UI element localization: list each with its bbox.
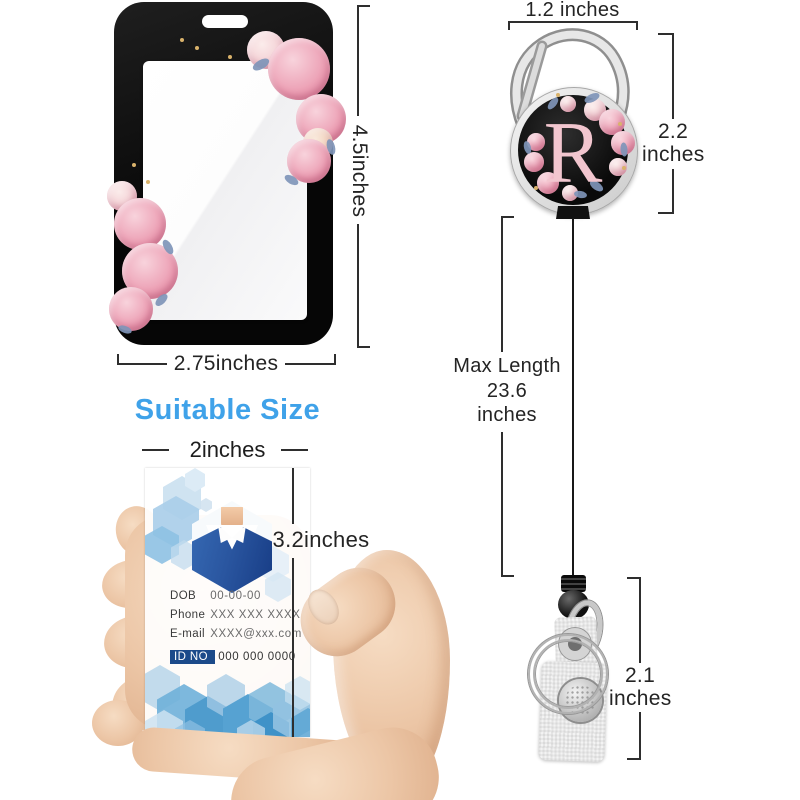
card-height-label: 3.2inches <box>272 527 370 552</box>
field-label: E-mail <box>170 628 205 640</box>
field-value: XXX XXX XXXX <box>210 609 301 621</box>
height-dimension-line <box>357 224 359 348</box>
id-card-row: DOB 00-00-00 <box>170 590 305 606</box>
retractable-cord <box>572 218 574 577</box>
rose-decoration <box>109 287 153 331</box>
hexagon-decoration <box>185 468 205 492</box>
height-dimension-line <box>357 5 359 116</box>
rose-decoration <box>524 152 544 172</box>
reel-cord-clip <box>556 206 590 219</box>
hexagon-decoration <box>200 498 212 512</box>
card-width-dash <box>142 449 169 451</box>
monogram-letter: R <box>543 105 603 202</box>
clip-width-label: 1.2 inches <box>525 0 620 21</box>
field-value: 000 000 0000 <box>218 651 296 663</box>
field-label-badge: ID NO <box>170 650 215 664</box>
rose-decoration <box>560 96 576 112</box>
gold-sprig <box>618 122 622 126</box>
avatar-neck <box>221 507 243 529</box>
width-dimension-tick <box>117 354 119 365</box>
cord-length-unit: inches <box>477 404 537 426</box>
strap-height-value: 2.1 <box>624 664 656 687</box>
cord-length-tick <box>501 216 514 218</box>
gold-sprig <box>195 46 199 50</box>
reel-height-tick <box>658 212 674 214</box>
holder-width-label: 2.75inches <box>173 352 279 375</box>
strap-height-line <box>639 577 641 663</box>
rose-decoration <box>114 198 166 250</box>
strap-height-line <box>639 712 641 760</box>
rose-decoration <box>537 172 559 194</box>
gold-sprig <box>146 180 150 184</box>
width-dimension-line <box>117 363 167 365</box>
cord-stopper <box>561 575 586 592</box>
card-width-label: 2inches <box>189 437 266 462</box>
strap-height-tick <box>627 758 641 760</box>
cord-bead <box>558 590 589 619</box>
clip-width-tick <box>508 21 510 30</box>
gold-sprig <box>180 38 184 42</box>
id-card-row: ID NO 000 000 0000 <box>170 650 305 666</box>
hexagon-decoration <box>265 572 291 602</box>
card-height-dimension-line <box>292 558 294 737</box>
carabiner-clip <box>510 28 630 143</box>
cord-length-value: 23.6 <box>486 380 528 402</box>
strap-height-unit: inches <box>609 687 672 710</box>
suitable-size-title: Suitable Size <box>134 394 321 426</box>
holder-height-label: 4.5inches <box>348 124 371 218</box>
avatar-photo <box>192 501 272 593</box>
id-card: DOB 00-00-00 Phone XXX XXX XXXX E-mail X… <box>145 468 310 737</box>
gold-sprig <box>622 166 626 170</box>
clip-width-line <box>508 21 638 23</box>
gold-sprig <box>534 186 538 190</box>
cord-length-line <box>501 216 503 352</box>
id-card-row: Phone XXX XXX XXXX <box>170 609 305 625</box>
gold-sprig <box>556 93 560 97</box>
badge-holder-slot <box>202 15 248 28</box>
clip-width-tick <box>636 21 638 30</box>
rose-decoration <box>527 133 545 151</box>
reel-height-unit: inches <box>642 143 705 166</box>
field-value: 00-00-00 <box>210 590 262 602</box>
rose-decoration <box>609 158 627 176</box>
hexagon-decoration <box>291 708 310 737</box>
reel-height-line <box>672 169 674 214</box>
rose-decoration <box>268 38 330 100</box>
height-dimension-tick <box>357 346 370 348</box>
field-value: XXXX@xxx.com <box>210 628 302 640</box>
strap-height-tick <box>627 577 641 579</box>
card-width-dash <box>281 449 308 451</box>
field-label: DOB <box>170 590 197 602</box>
id-card-row: E-mail XXXX@xxx.com <box>170 628 305 644</box>
width-dimension-tick <box>334 354 336 365</box>
width-dimension-line <box>285 363 336 365</box>
cord-length-title: Max Length <box>453 355 561 377</box>
key-ring <box>528 634 608 714</box>
reel-height-line <box>672 33 674 119</box>
field-label: Phone <box>170 609 206 621</box>
cord-length-tick <box>501 575 514 577</box>
cord-length-line <box>501 432 503 577</box>
gold-sprig <box>228 55 232 59</box>
rose-decoration <box>287 139 331 183</box>
height-dimension-tick <box>357 5 370 7</box>
reel-height-value: 2.2 <box>657 120 689 143</box>
card-height-dimension-line <box>292 468 294 524</box>
rose-decoration <box>562 185 578 201</box>
reel-height-tick <box>658 33 674 35</box>
gold-sprig <box>132 163 136 167</box>
